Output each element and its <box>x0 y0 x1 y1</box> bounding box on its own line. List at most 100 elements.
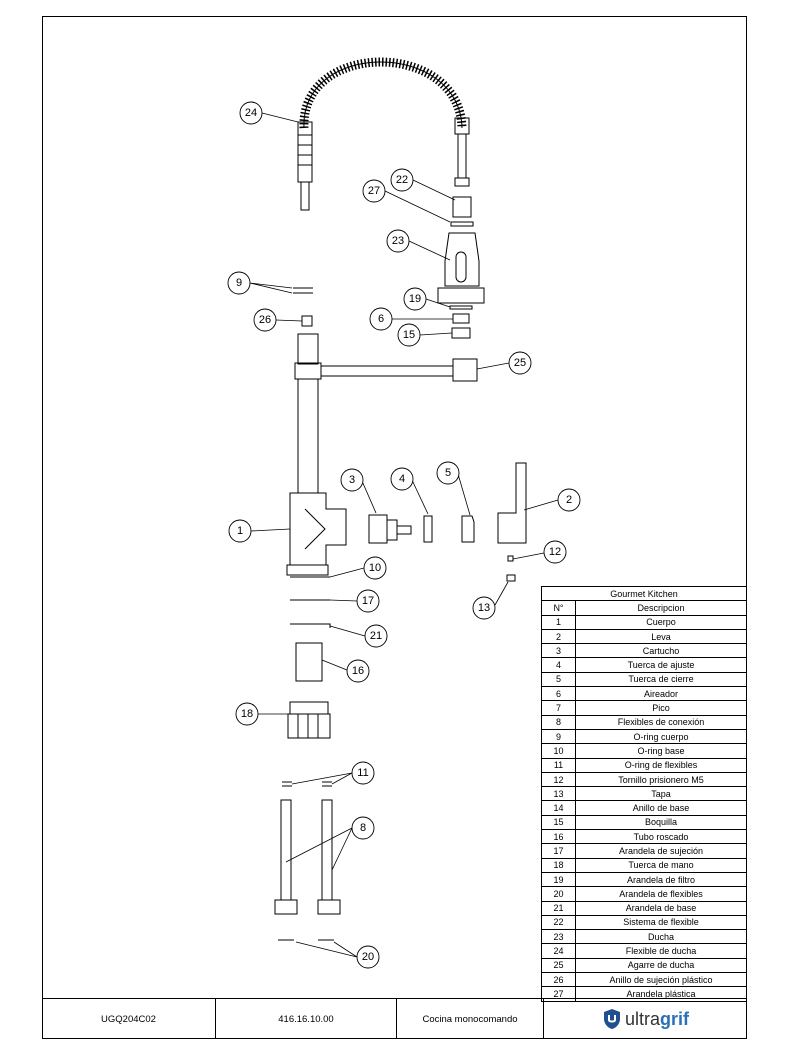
callout-label: 18 <box>241 708 253 720</box>
callout-25 <box>508 351 532 375</box>
hose-segment-left <box>297 121 313 183</box>
callout-label: 24 <box>245 107 257 119</box>
part-description: Cuerpo <box>575 614 747 630</box>
callout-label: 22 <box>396 174 408 186</box>
part-number: 5 <box>541 671 576 688</box>
part-number: 17 <box>541 843 576 859</box>
drawing-code: UGQ204C02 <box>42 999 216 1039</box>
part-description: Flexible de ducha <box>575 943 747 959</box>
orings-11 <box>282 781 332 787</box>
callout-label: 10 <box>369 562 381 574</box>
hand-nut-18 <box>289 701 329 715</box>
callout-label: 3 <box>349 474 355 486</box>
shield-logo-icon <box>603 1009 620 1029</box>
adjust-nut-4 <box>423 515 433 543</box>
part-number: 23 <box>541 929 576 945</box>
aerator-6 <box>452 313 470 324</box>
part-description: Cartucho <box>575 643 747 659</box>
callout-22 <box>390 168 414 192</box>
callout-27 <box>362 179 386 203</box>
callout-10 <box>363 556 387 580</box>
product-reference: 416.16.10.00 <box>216 999 397 1039</box>
part-number: 13 <box>541 786 576 802</box>
brand-prefix: ultra <box>624 1008 660 1029</box>
part-number: 2 <box>541 628 576 645</box>
callout-label: 4 <box>399 473 405 485</box>
part-description: Tubo roscado <box>575 829 747 845</box>
callout-label: 12 <box>549 546 561 558</box>
part-description: Sistema de flexible <box>575 914 747 931</box>
ring-26 <box>301 315 313 327</box>
callout-9 <box>227 271 251 295</box>
part-number: 12 <box>541 771 576 788</box>
callout-labels: 24 22 27 23 9 19 26 6 15 25 3 4 5 2 1 12… <box>236 107 572 963</box>
part-description: Pico <box>575 700 747 716</box>
callout-label: 6 <box>378 313 384 325</box>
part-description: Aireador <box>575 686 747 702</box>
callout-label: 2 <box>566 494 572 506</box>
part-description: O-ring de flexibles <box>575 757 747 773</box>
part-description: Arandela de filtro <box>575 871 747 888</box>
part-description: Arandela de sujeción <box>575 843 747 859</box>
callout-label: 27 <box>368 185 380 197</box>
callout-5 <box>436 461 460 485</box>
title-block: UGQ204C02 416.16.10.00 Cocina monocomand… <box>42 998 747 1039</box>
part-description: Flexibles de conexión <box>575 714 747 730</box>
part-number: 6 <box>541 686 576 702</box>
part-description: O-ring cuerpo <box>575 728 747 745</box>
callout-label: 19 <box>409 293 421 305</box>
callout-11 <box>351 761 375 785</box>
callout-label: 17 <box>362 595 374 607</box>
callout-8 <box>351 816 375 840</box>
part-number: 16 <box>541 829 576 845</box>
header-description: Descripcion <box>575 600 747 616</box>
callout-21 <box>364 624 388 648</box>
callout-2 <box>557 488 581 512</box>
part-description: Tuerca de ajuste <box>575 657 747 673</box>
parts-table-title: Gourmet Kitchen <box>541 585 747 602</box>
part-description: Boquilla <box>575 814 747 831</box>
callout-20 <box>356 945 380 969</box>
orings-9 <box>293 287 313 294</box>
callout-13 <box>472 596 496 620</box>
part-description: O-ring base <box>575 743 747 759</box>
callout-label: 15 <box>403 329 415 341</box>
callout-label: 5 <box>445 467 451 479</box>
nozzle-15 <box>451 327 471 339</box>
drawing-frame <box>42 16 747 1039</box>
close-nut-5 <box>461 515 475 543</box>
part-number: 19 <box>541 871 576 888</box>
part-description: Ducha <box>575 929 747 945</box>
part-number: 3 <box>541 643 576 659</box>
callout-3 <box>340 468 364 492</box>
part-description: Arandela de base <box>575 900 747 916</box>
callout-label: 13 <box>478 602 490 614</box>
callout-label: 11 <box>357 767 368 779</box>
part-description: Arandela de flexibles <box>575 886 747 902</box>
part-number: 26 <box>541 972 576 988</box>
part-number: 9 <box>541 728 576 745</box>
callout-group <box>227 101 581 969</box>
